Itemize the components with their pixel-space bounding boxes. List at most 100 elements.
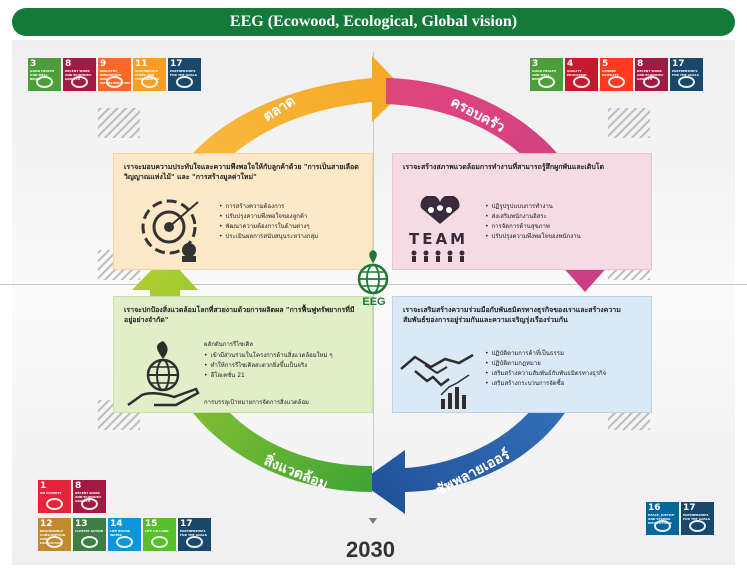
list-item: เข้ามีส่วนร่วมในโครงการด้านสิ่งแวดล้อมให… (204, 351, 333, 361)
list-item: ทำให้การรีไซเคิลสะดวกยิ่งขึ้นเป็นจริง (204, 361, 333, 371)
team-heart-icon (420, 196, 460, 224)
sdg-goal-icon (186, 536, 203, 548)
eeg-globe-logo (357, 250, 389, 295)
sdg-goal-icon (176, 76, 193, 88)
sdg-goal-icon (46, 536, 63, 548)
list-item: ประเมินผลการสนับสนุนระหว่างกลุ่ม (219, 232, 319, 242)
sdg-goal-icon (654, 520, 671, 532)
target-year: 2030 (346, 537, 395, 562)
sdg-label: QUALITY EDUCATION (567, 69, 587, 77)
quadrant-family-heading: เราจะสร้างสภาพแวดล้อมการทำงานที่สามารถรู… (403, 163, 605, 171)
quadrant-supplier-heading: เราจะเสริมสร้างความร่วมมือกับพันธมิตรทาง… (403, 306, 621, 324)
list-item: พัฒนาความต้องการในด้านต่างๆ (219, 222, 318, 232)
sdg-goal-icon (116, 536, 133, 548)
quadrant-environment-heading: เราจะปกป้องสิ่งแวดล้อมโลกที่สวยงามด้วยกา… (124, 306, 355, 324)
sdg-goal-icon (71, 76, 88, 88)
sdg-goal-icon (81, 498, 98, 510)
sdg-number: 17 (683, 503, 696, 513)
list-item: ปรับปรุงความพึงพอใจของพนักงาน (485, 232, 581, 242)
handshake-icon (400, 353, 474, 409)
list-item: ลีโอเคชั่น 21 (204, 371, 333, 381)
list-item: ปรับปรุงความพึงพอใจของลูกค้า (219, 212, 318, 222)
team-word: TEAM (409, 230, 469, 248)
page-title: EEG (Ecowood, Ecological, Global vision) (12, 8, 735, 36)
sdg-number: 8 (637, 59, 644, 69)
quadrant-market-heading: เราจะมอบความประทับใจและความพึงพอใจให้กับ… (124, 163, 359, 181)
list-item: เสริมสร้างความสัมพันธ์กับพันธมิตรทางธุรก… (485, 369, 607, 379)
sdg-goal-icon (643, 76, 660, 88)
quadrant-supplier: เราจะเสริมสร้างความร่วมมือกับพันธมิตรทาง… (392, 296, 652, 413)
sdg-number: 15 (145, 519, 158, 529)
sdg-label: LIFE ON LAND (145, 529, 169, 533)
sdg-label: PARTNERSHIPS FOR THE GOALS (672, 69, 699, 77)
sdg-number: 11 (135, 59, 148, 69)
environment-extra: การบรรลุเป้าหมายการจัดการสิ่งแวดล้อม (204, 399, 309, 406)
sdg-label: GOOD HEALTH AND WELL-BEING (532, 69, 556, 81)
list-item: เสริมสร้างกระบวนการจัดซื้อ (485, 379, 606, 389)
sdg-number: 8 (75, 481, 82, 491)
corner-stripes-top-left (98, 108, 140, 138)
sdg-goal-icon (573, 76, 590, 88)
quadrant-environment: เราจะปกป้องสิ่งแวดล้อมโลกที่สวยงามด้วยกา… (113, 296, 373, 413)
list-item: ส่งเสริมพนักงานอิสระ (485, 212, 581, 222)
supplier-list: ปฏิบัติตามการค้าที่เป็นธรรม ปฏิบัติตามกฎ… (485, 349, 607, 389)
environment-sub: ผลักดันการรีไซเคิล (204, 341, 254, 348)
list-item: ปฏิบัติตามการค้าที่เป็นธรรม (485, 349, 606, 359)
sdg-goal-icon (106, 76, 123, 88)
sdg-number: 4 (567, 59, 574, 69)
sdg-label: PARTNERSHIPS FOR THE GOALS (180, 529, 207, 537)
eeg-logo-text: EEG (362, 296, 386, 308)
quadrant-family: เราจะสร้างสภาพแวดล้อมการทำงานที่สามารถรู… (392, 153, 652, 270)
sdg-goal-icon (141, 76, 158, 88)
environment-list: เข้ามีส่วนร่วมในโครงการด้านสิ่งแวดล้อมให… (204, 351, 333, 381)
year-marker (369, 518, 377, 524)
sdg-label: CLIMATE ACTION (75, 529, 104, 533)
sdg-number: 17 (672, 59, 685, 69)
sdg-label: PARTNERSHIPS FOR THE GOALS (683, 513, 710, 521)
sdg-goal-icon (81, 536, 98, 548)
sdg-number: 12 (40, 519, 53, 529)
sdg-number: 9 (100, 59, 107, 69)
list-item: การจัดการด้านสุขภาพ (485, 222, 581, 232)
sdg-goal-icon (538, 76, 555, 88)
people-icon (411, 250, 465, 262)
sdg-label: GOOD HEALTH AND WELL-BEING (30, 69, 54, 81)
family-list: ปฏิรูปรูปแบบการทำงาน ส่งเสริมพนักงานอิสร… (485, 202, 581, 242)
sdg-number: 13 (75, 519, 88, 529)
corner-stripes-top-right (608, 108, 650, 138)
sdg-number: 3 (532, 59, 539, 69)
sdg-goal-icon (689, 520, 706, 532)
sdg-label: PARTNERSHIPS FOR THE GOALS (170, 69, 197, 77)
sdg-number: 14 (110, 519, 123, 529)
sdg-number: 3 (30, 59, 37, 69)
sdg-goal-icon (46, 498, 63, 510)
sdg-number: 17 (180, 519, 193, 529)
sdg-number: 8 (65, 59, 72, 69)
market-list: การสร้างความต้องการ ปรับปรุงความพึงพอใจข… (219, 202, 319, 242)
sdg-goal-icon (151, 536, 168, 548)
list-item: ปฏิรูปรูปแบบการทำงาน (485, 202, 581, 212)
sdg-goal-icon (36, 76, 53, 88)
list-item: ปฏิบัติตามกฎหมาย (485, 359, 606, 369)
globe-hand-icon (127, 341, 200, 407)
